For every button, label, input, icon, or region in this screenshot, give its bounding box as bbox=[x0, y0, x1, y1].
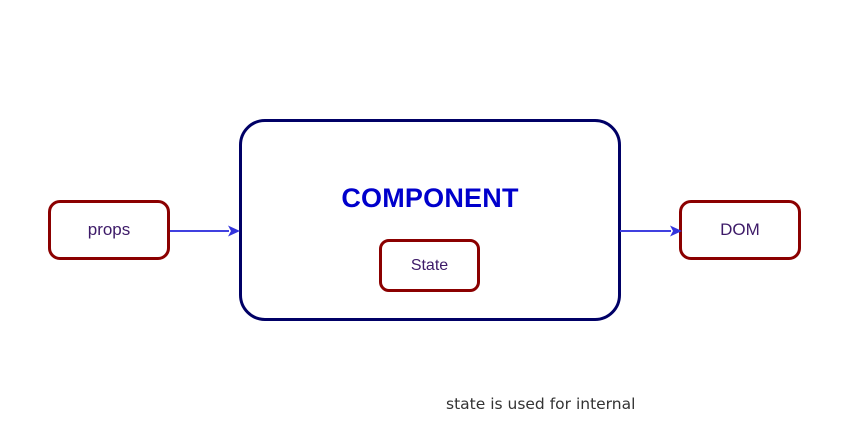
props-box: props bbox=[48, 200, 170, 260]
props-box-label: props bbox=[87, 220, 131, 239]
caption-line-1: state is used for internal bbox=[446, 395, 636, 413]
dom-box-label: DOM bbox=[720, 220, 760, 239]
component-title-label: COMPONENT bbox=[341, 183, 519, 213]
state-box: State bbox=[379, 239, 480, 292]
arrow-component-to-dom-icon bbox=[620, 225, 682, 237]
arrow-props-to-component-icon bbox=[170, 225, 240, 237]
caption-text: state is used for internal communication… bbox=[446, 352, 726, 440]
dom-box: DOM bbox=[679, 200, 801, 260]
state-box-label: State bbox=[410, 256, 449, 274]
